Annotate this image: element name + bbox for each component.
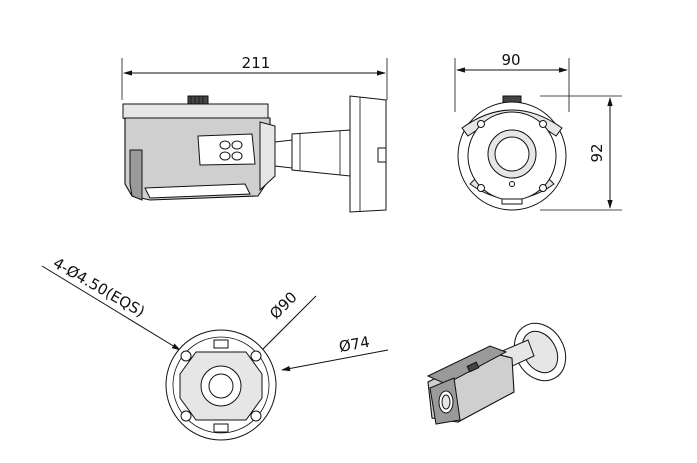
base-view: 4-Ø4.50(EQS) Ø90 Ø74 (41, 254, 389, 441)
bracket-joint (274, 139, 293, 169)
bracket-arm (291, 129, 351, 177)
mount-hole (180, 350, 192, 362)
front-view: 90 92 (454, 51, 622, 211)
mounting-base (349, 95, 387, 213)
mount-hole (250, 350, 262, 362)
3d-sunshield (426, 345, 508, 385)
lens (494, 136, 530, 172)
front-bezel (129, 149, 143, 201)
mount-hole (180, 410, 192, 422)
hole-spec-label: 4-Ø4.50(EQS) (50, 254, 148, 321)
inner-diameter-label: Ø74 (338, 333, 372, 356)
front-width-label: 90 (501, 51, 520, 69)
outer-diameter-label: Ø90 (266, 288, 301, 323)
side-view: 211 (121, 54, 388, 213)
side-length-label: 211 (242, 54, 271, 72)
front-height-label: 92 (588, 143, 606, 162)
hole-leader-line (41, 265, 181, 351)
ir-panel (197, 133, 256, 166)
inner-diameter-leader (281, 349, 389, 372)
camera-3d-view (426, 322, 567, 425)
mount-hole (250, 410, 262, 422)
